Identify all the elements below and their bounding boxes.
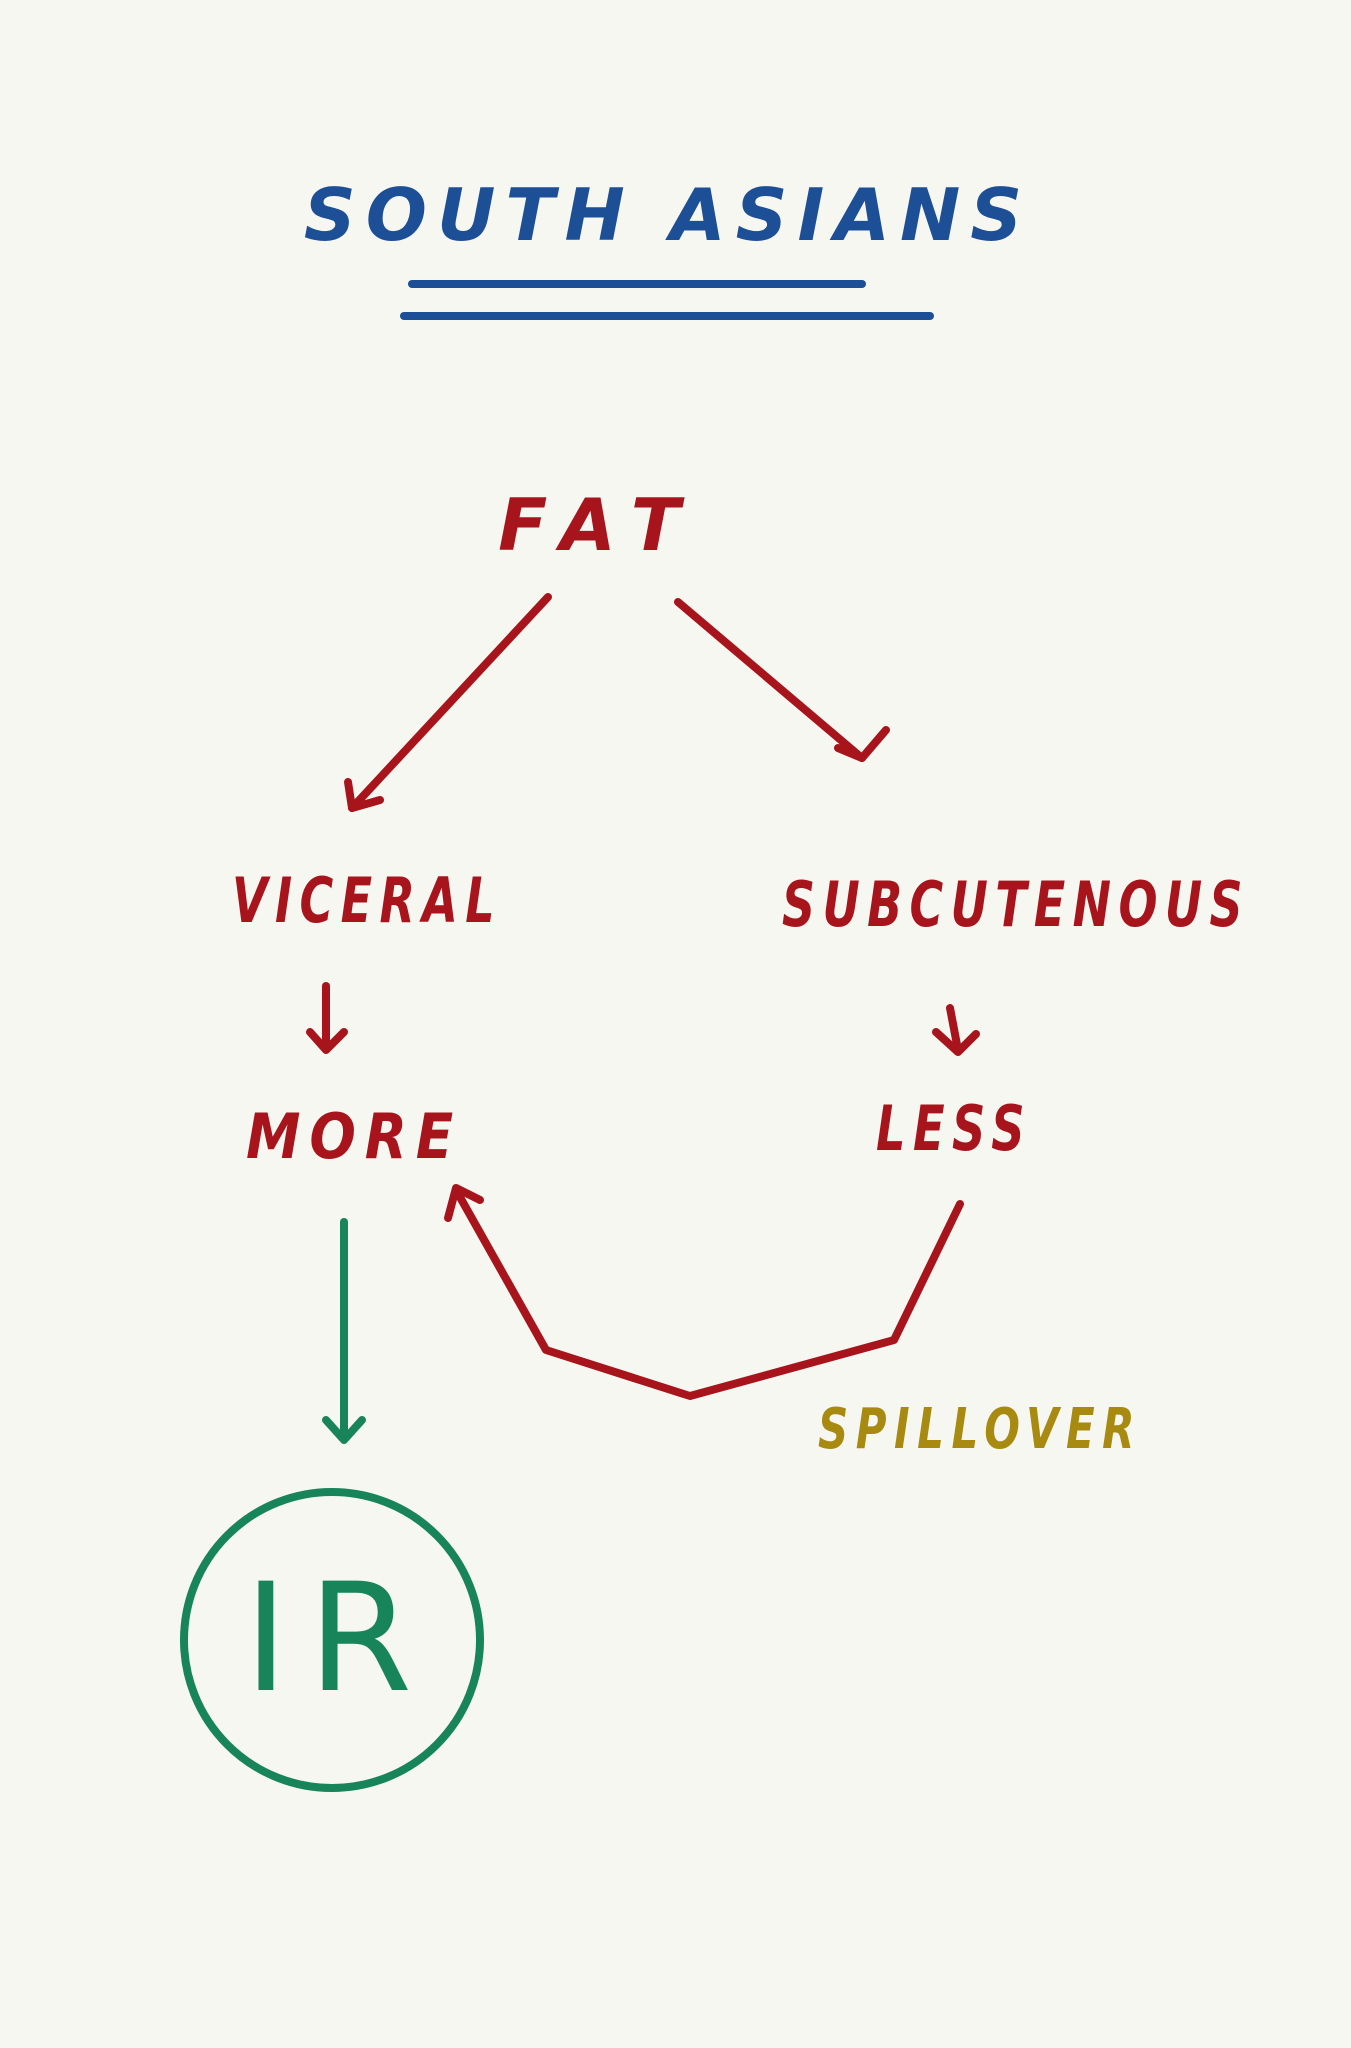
node-ir: IR — [244, 1552, 432, 1726]
arrow-visceral-to-more — [306, 982, 348, 1054]
ir-circle — [180, 1488, 484, 1792]
node-more: MORE — [246, 1100, 462, 1173]
arrow-fat-to-visceral — [344, 593, 552, 812]
label-spillover: SPILLOVER — [818, 1397, 1142, 1462]
arrow-fat-to-subcutaneous — [674, 598, 890, 762]
node-subcutaneous: SUBCUTENOUS — [782, 868, 1250, 941]
arrow-spillover-less-to-more — [444, 1184, 964, 1400]
arrow-more-to-ir — [322, 1218, 366, 1444]
node-fat: FAT — [498, 483, 702, 567]
node-less: LESS — [876, 1092, 1032, 1165]
arrow-subcutaneous-to-less — [932, 1004, 980, 1056]
page-title: SOUTH ASIANS — [304, 173, 1032, 257]
node-visceral: VICERAL — [232, 864, 502, 937]
